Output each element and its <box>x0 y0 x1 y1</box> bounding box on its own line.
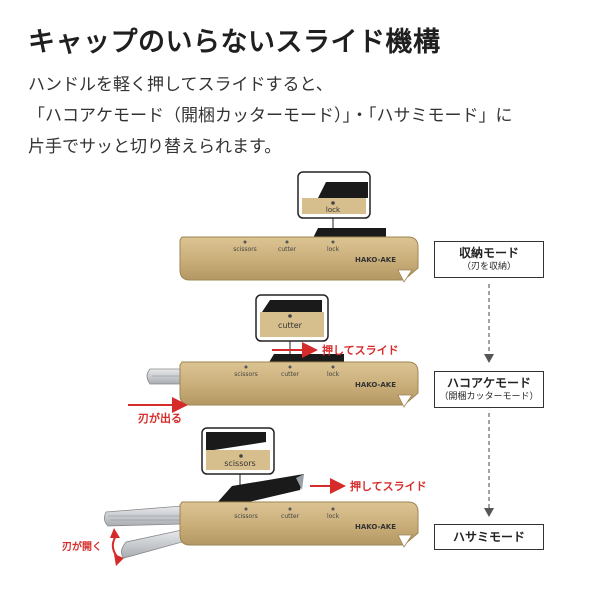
description: ハンドルを軽く押してスライドすると、 「ハコアケモード（開梱カッターモード）」・… <box>28 70 588 163</box>
blade-open-label: 刃が開く <box>62 540 102 553</box>
tool-storage-mode: lock scissors cutter lock HAKO-AKE <box>179 171 419 283</box>
blade-out-label: 刃が出る <box>138 411 182 425</box>
pos-label-scissors: scissors <box>233 246 257 253</box>
zoom-callout-cutter: cutter <box>255 294 329 356</box>
push-slide-label: 押してスライド <box>322 343 399 357</box>
zoom-label-lock: lock <box>326 206 341 214</box>
mode-sub: （開梱カッターモード） <box>439 392 539 402</box>
brand-label: HAKO-AKE <box>355 523 396 531</box>
mode-label: 収納モード <box>458 246 519 260</box>
mode-box-cutter: ハコアケモード （開梱カッターモード） <box>434 371 544 408</box>
tool-scissors-mode: scissors scissors cutter lock HAKO-AKE 押… <box>62 427 427 566</box>
push-slide-label: 押してスライド <box>350 479 427 493</box>
brand-label: HAKO-AKE <box>355 381 396 389</box>
tool-cutter-mode: cutter scissors cutter lock HAKO-AKE 押して… <box>128 294 419 425</box>
mode-sub: （刃を収納） <box>461 262 516 272</box>
pos-label-lock: lock <box>327 371 340 378</box>
zoom-callout-lock: lock <box>297 171 371 228</box>
cutter-blade <box>146 368 183 385</box>
scissors-blade-lower <box>121 529 183 559</box>
pos-label-cutter: cutter <box>281 513 299 520</box>
pos-label-lock: lock <box>327 513 340 520</box>
description-line-3: 片手でサッと切り替えられます。 <box>28 137 282 157</box>
description-line-1: ハンドルを軽く押してスライドすると、 <box>28 75 333 95</box>
zoom-callout-scissors: scissors <box>201 427 275 500</box>
mode-label: ハコアケモード <box>446 376 531 390</box>
page-title: キャップのいらないスライド機構 <box>28 27 441 58</box>
mode-label: ハサミモード <box>452 530 525 544</box>
pos-label-cutter: cutter <box>278 246 296 253</box>
description-line-2: 「ハコアケモード（開梱カッターモード）」・「ハサミモード」に <box>28 106 513 126</box>
pos-label-cutter: cutter <box>281 371 299 378</box>
mode-box-storage: 収納モード （刃を収納） <box>434 241 544 278</box>
pos-label-scissors: scissors <box>234 513 258 520</box>
scissors-handle <box>216 474 304 504</box>
mode-box-scissors: ハサミモード <box>434 524 544 550</box>
pos-label-scissors: scissors <box>234 371 258 378</box>
pos-label-lock: lock <box>327 246 340 253</box>
mode-flow-arrows <box>484 284 494 517</box>
brand-label: HAKO-AKE <box>355 256 396 264</box>
zoom-label-scissors: scissors <box>224 459 255 468</box>
zoom-label-cutter: cutter <box>278 321 303 330</box>
